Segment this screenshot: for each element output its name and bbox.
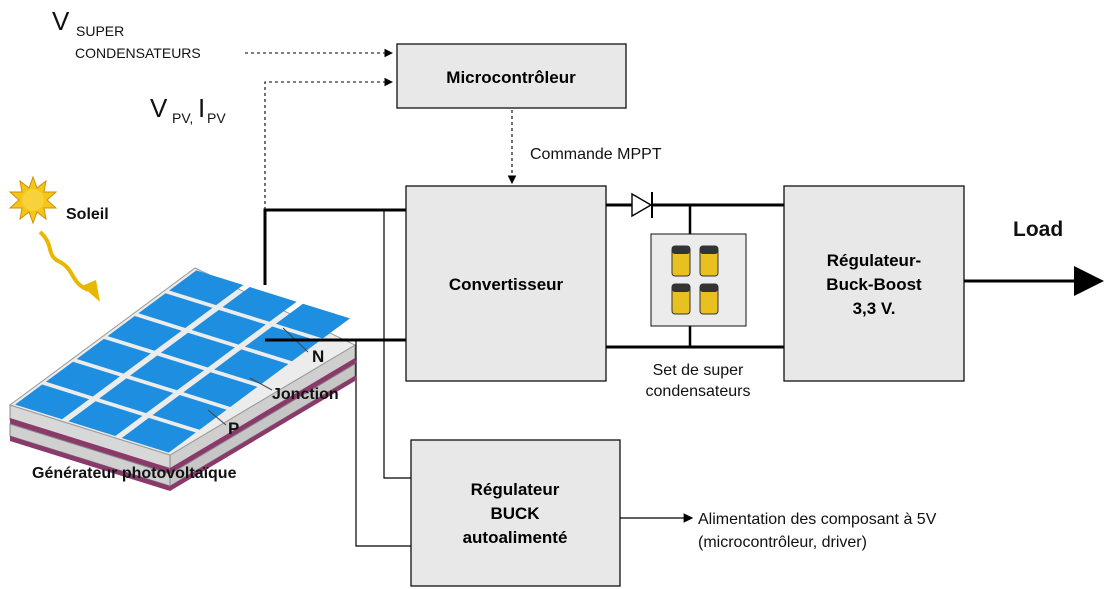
regulateur-buck-boost-line1: Régulateur- <box>827 251 921 270</box>
commande-mppt-label: Commande MPPT <box>530 146 662 163</box>
buck-feed-wire-1 <box>383 210 411 479</box>
regulateur-buck-line2: BUCK <box>490 504 540 523</box>
regulateur-buck-boost-block <box>783 185 965 382</box>
set-super-label-line2: condensateurs <box>646 383 751 400</box>
diode-icon <box>631 192 653 218</box>
regulateur-buck-block <box>410 439 621 587</box>
solar-cell <box>121 417 196 453</box>
load-label: Load <box>1013 218 1063 241</box>
set-super-label-line1: Set de super <box>653 362 744 379</box>
solar-cell <box>222 287 297 322</box>
solar-cell <box>138 293 213 328</box>
solar-cell <box>152 395 227 430</box>
solar-cell <box>275 303 350 339</box>
sunlight-ray-icon <box>38 230 89 292</box>
ipv-subscript: PV <box>207 110 226 126</box>
sun-icon <box>8 175 58 225</box>
solar-cell <box>107 316 182 351</box>
condensateurs-label: CONDENSATEURS <box>75 45 201 61</box>
solar-cell <box>76 338 151 374</box>
solar-cell <box>160 332 235 368</box>
pv-positive-wire <box>263 208 406 285</box>
solar-cells <box>15 270 350 453</box>
ipv-label: I <box>198 93 205 123</box>
p-pointer <box>207 409 227 426</box>
solar-cell <box>15 384 90 420</box>
vpv-label: V <box>150 93 168 123</box>
alimentation-label-line1: Alimentation des composant à 5V <box>698 511 937 528</box>
solar-cell <box>68 401 143 436</box>
solar-cell <box>191 309 266 345</box>
convertisseur-block <box>405 185 607 382</box>
p-label: P <box>228 419 239 438</box>
solar-cell <box>45 361 120 397</box>
convertisseur-label: Convertisseur <box>449 275 564 294</box>
soleil-label: Soleil <box>66 206 109 223</box>
jonction-label: Jonction <box>272 386 339 403</box>
regulateur-buck-line3: autoalimenté <box>463 528 568 547</box>
supercapacitor-icon <box>671 245 719 315</box>
solar-cell <box>183 372 258 407</box>
pv-sense-line <box>264 77 394 210</box>
v-super-label: V <box>52 6 70 36</box>
solar-cell <box>245 326 320 362</box>
microcontroleur-label: Microcontrôleur <box>446 68 576 87</box>
regulateur-buck-line1: Régulateur <box>471 480 560 499</box>
n-label: N <box>312 347 324 366</box>
solar-cell <box>214 349 289 385</box>
solar-cell <box>130 355 205 391</box>
regulateur-buck-boost-line3: 3,3 V. <box>853 299 896 318</box>
jonction-pointer <box>249 377 273 391</box>
supercapacitor-set-box <box>650 233 747 327</box>
solar-cell <box>99 378 174 414</box>
solar-cell <box>169 270 244 306</box>
vpv-subscript: PV, <box>172 110 193 126</box>
regulateur-buck-boost-line2: Buck-Boost <box>826 275 922 294</box>
generateur-label: Générateur photovoltaïque <box>32 465 237 482</box>
sunlight-arrowhead-icon <box>82 280 100 302</box>
alimentation-label-line2: (microcontrôleur, driver) <box>698 534 867 551</box>
microcontroleur-block <box>396 43 627 109</box>
buck-feed-wire-2 <box>355 340 411 547</box>
solar-panel <box>8 267 357 491</box>
v-super-subscript: SUPER <box>76 23 124 39</box>
